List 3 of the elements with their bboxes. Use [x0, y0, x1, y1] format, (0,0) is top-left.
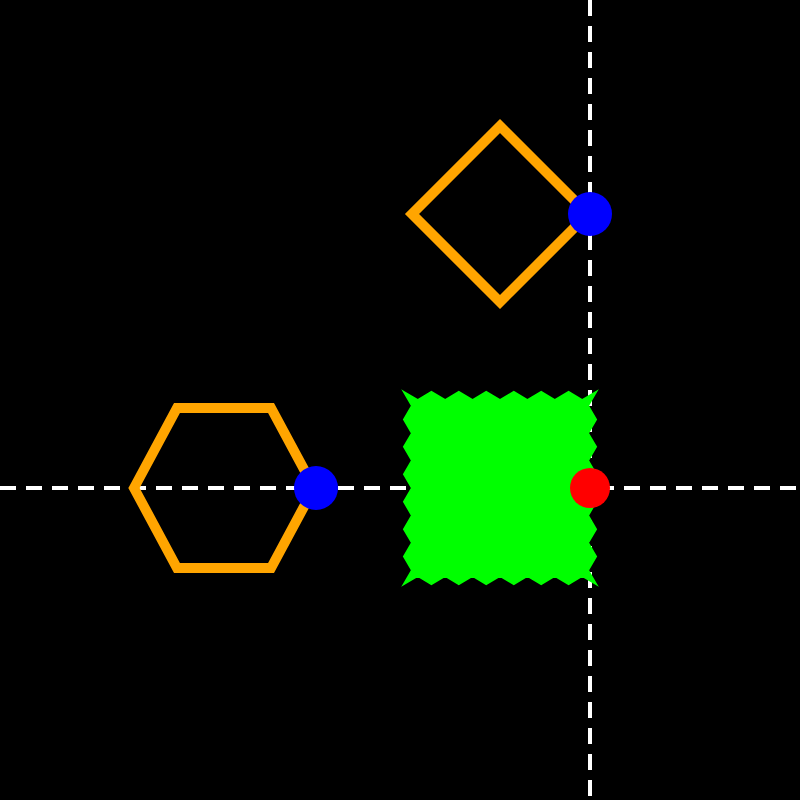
- dot: [570, 468, 610, 508]
- dot: [294, 466, 338, 510]
- dot: [568, 192, 612, 236]
